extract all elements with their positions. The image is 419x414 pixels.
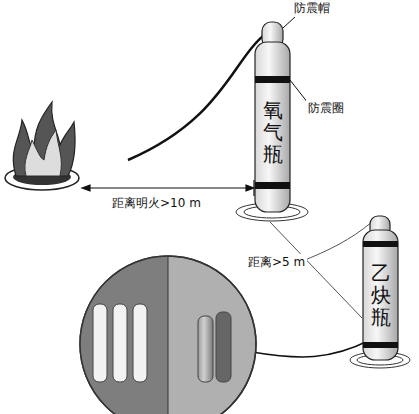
hose xyxy=(128,32,268,160)
hose xyxy=(252,340,370,357)
leader-line xyxy=(283,16,308,103)
cylinder-label-box: 氧气瓶 xyxy=(255,84,290,180)
base-ring xyxy=(236,203,410,368)
oxygen-cylinder xyxy=(255,22,290,212)
cylinder-name: 氧气瓶 xyxy=(263,99,283,165)
storage-circle xyxy=(80,256,256,414)
callout-label: 距离明火>10 m xyxy=(110,195,203,212)
callout-label: 防震圈 xyxy=(306,100,346,117)
hose xyxy=(300,222,372,262)
cylinder-name: 乙炔瓶 xyxy=(371,262,391,328)
cylinder-label-box: 乙炔瓶 xyxy=(363,249,398,340)
callout-label: 防震帽 xyxy=(292,0,332,17)
distance-arrow xyxy=(82,180,254,196)
callout-label: 距离>5 m xyxy=(246,254,307,271)
fire xyxy=(5,102,79,190)
acetylene-cylinder xyxy=(363,216,398,360)
